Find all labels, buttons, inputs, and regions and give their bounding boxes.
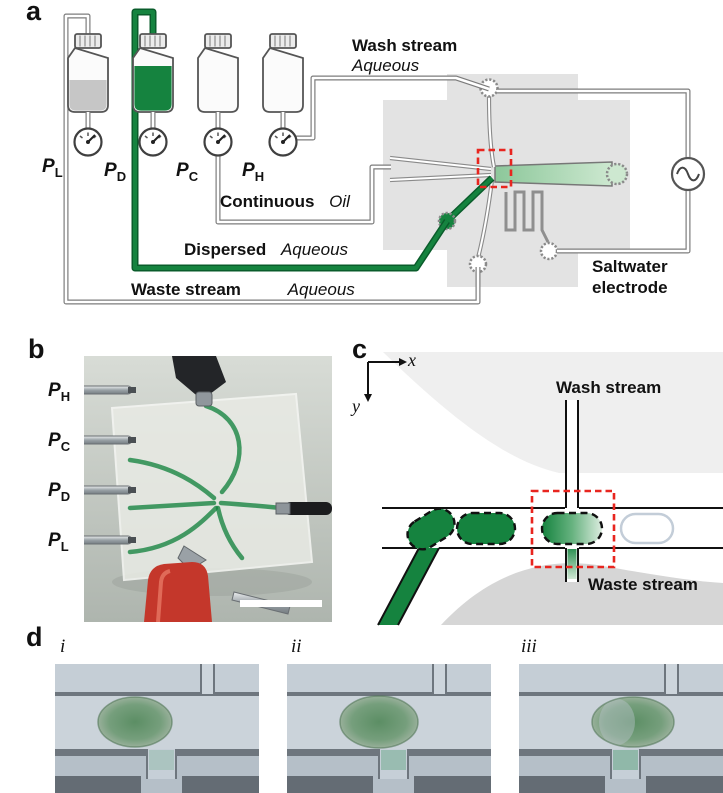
wash-channel: [486, 95, 497, 168]
micrograph-frame-i: [55, 664, 259, 793]
frame-ii-label: ii: [291, 636, 302, 657]
dispersed-bottle: [132, 33, 174, 113]
port-label-PD: PD: [48, 480, 71, 504]
port-label-PC: PC: [48, 430, 71, 454]
panel-c-label: c: [352, 334, 368, 364]
chip-slab: [110, 392, 314, 582]
waste-stream-label-c: Waste stream: [588, 575, 698, 594]
droplet: [340, 696, 418, 748]
pressure-gauge-PL-icon: [73, 112, 103, 157]
gauge-label-PC: PC: [176, 160, 199, 184]
wash-stream-label: Wash stream Aqueous: [352, 36, 458, 76]
droplet: [592, 697, 674, 747]
panel-b-label: b: [28, 334, 45, 364]
port-label-PL: PL: [48, 530, 69, 554]
droplet-moving: [455, 511, 517, 546]
dispersed-channel: [444, 175, 495, 224]
y-axis-label: y: [352, 396, 360, 416]
top-wall: [383, 352, 723, 473]
dispersed-inlet: [377, 547, 440, 626]
droplet-washing: [540, 511, 604, 546]
port-label-PH: PH: [48, 380, 71, 404]
continuous-oil-label: Continuous Oil: [220, 192, 350, 211]
micrograph-frame-iii: [519, 664, 723, 793]
droplet-forming: [406, 507, 456, 551]
frame-i-label: i: [60, 636, 66, 657]
red-electrode-clip: [144, 545, 212, 622]
bottom-wall: [441, 563, 723, 625]
panel-a-label: a: [26, 0, 42, 26]
waste-stream-label: Waste stream Aqueous: [131, 280, 355, 299]
panel-c-schematic: [364, 352, 723, 626]
junction-red-dashed-box: [530, 489, 616, 569]
scale-bar: [240, 600, 322, 607]
chip-photo: [84, 356, 332, 622]
micrograph-frame-ii: [287, 664, 491, 793]
waste-tube: [63, 13, 481, 305]
oil-bottle: [197, 33, 239, 113]
ac-source-icon: [670, 156, 706, 192]
gauge-label-PD: PD: [104, 160, 127, 184]
x-axis-label: x: [408, 350, 416, 370]
wash-tube: [296, 75, 490, 141]
saltwater-electrode-label: Saltwater electrode: [592, 257, 668, 298]
waste-channel: [475, 179, 495, 259]
droplet-ghost: [619, 512, 675, 545]
pressure-gauge-PC-icon: [203, 112, 233, 157]
frame-iii-label: iii: [521, 636, 537, 657]
droplet: [98, 697, 172, 747]
waste-outlet-slot: [565, 548, 579, 582]
axes-icon: [364, 358, 407, 402]
outlet-tube: [275, 502, 332, 515]
black-electrode-clip: [172, 356, 226, 407]
dispersed-tube: [131, 8, 450, 272]
pressure-gauge-PD-icon: [138, 112, 168, 157]
junction-red-dashed-box: [476, 148, 513, 189]
output-channel: [494, 161, 613, 187]
serpentine-electrode: [504, 190, 550, 243]
main-channel: [382, 507, 723, 549]
wash-stream-label-c: Wash stream: [556, 378, 662, 397]
outlet-port: [605, 162, 629, 186]
oil-channels: [389, 155, 492, 183]
dispersed-label: Dispersed Aqueous: [184, 240, 349, 259]
green-channels: [127, 403, 293, 561]
panel-d-label: d: [26, 622, 43, 652]
waste-bottle: [67, 33, 109, 113]
electrode-port: [539, 241, 559, 261]
wash-bottle: [262, 33, 304, 113]
oil-tube: [215, 155, 391, 225]
electrode-wires: [497, 88, 691, 254]
pressure-gauge-PH-icon: [268, 112, 298, 157]
panel-a-schematic: [63, 8, 706, 305]
gauge-label-PL: PL: [42, 156, 63, 180]
gauge-label-PH: PH: [242, 160, 265, 184]
